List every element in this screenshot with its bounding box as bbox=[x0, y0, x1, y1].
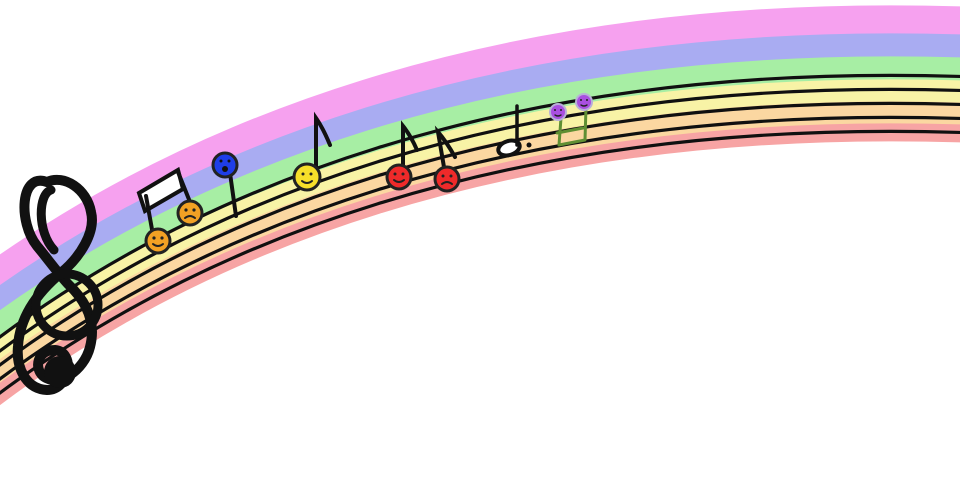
green-note-beam bbox=[555, 126, 585, 135]
eighth-note-stem bbox=[314, 111, 332, 180]
clef-upper-curve bbox=[36, 185, 59, 255]
note-stem-left bbox=[144, 194, 155, 237]
note-eye-right bbox=[449, 174, 453, 178]
clef-dot bbox=[44, 356, 76, 388]
eighth-note-icon bbox=[292, 111, 332, 192]
note-eye-right bbox=[586, 99, 588, 101]
yellow-note bbox=[292, 162, 322, 192]
note-head bbox=[385, 163, 413, 191]
note-mouth bbox=[152, 243, 164, 247]
note-head bbox=[211, 151, 239, 179]
quarter-note-icon bbox=[211, 151, 239, 218]
note-mouth bbox=[441, 181, 453, 185]
stave-line-4 bbox=[0, 115, 960, 381]
note-eye-left bbox=[554, 109, 556, 111]
note-head bbox=[433, 165, 461, 193]
blue-note bbox=[211, 151, 239, 179]
note-mouth bbox=[554, 114, 562, 117]
beamed-eighth-notes-icon bbox=[136, 166, 204, 255]
note-head bbox=[575, 93, 593, 111]
note-head bbox=[292, 162, 322, 192]
half-note-icon bbox=[496, 104, 532, 158]
treble-clef-icon bbox=[12, 174, 103, 395]
clef-outline bbox=[12, 174, 97, 395]
note-eye-right bbox=[560, 109, 562, 111]
note-eye-right bbox=[227, 159, 231, 163]
red-note-stem-right bbox=[434, 125, 457, 175]
note-eye-left bbox=[219, 159, 223, 163]
stave-line-1 bbox=[0, 73, 960, 339]
orange-note-frown bbox=[176, 199, 204, 227]
stave-line-3 bbox=[0, 101, 960, 367]
note-eye-right bbox=[401, 172, 405, 176]
note-eye-right bbox=[192, 208, 196, 212]
red-eighth-notes-icon bbox=[385, 120, 461, 193]
red-note-frown bbox=[433, 165, 461, 193]
note-eye-left bbox=[580, 99, 582, 101]
note-head bbox=[144, 227, 172, 255]
note-mouth bbox=[393, 179, 405, 183]
rainbow-stave bbox=[0, 5, 960, 406]
clef-loop bbox=[31, 269, 103, 341]
purple-note-left bbox=[549, 103, 567, 121]
black-half-note bbox=[496, 138, 522, 158]
purple-beamed-notes-icon bbox=[549, 93, 593, 147]
note-eye-left bbox=[152, 236, 156, 240]
red-note-stem-left bbox=[401, 120, 419, 171]
note-eye-right bbox=[160, 236, 164, 240]
note-eye-left bbox=[184, 208, 188, 212]
note-eye-right bbox=[309, 172, 313, 176]
red-note-smile bbox=[385, 163, 413, 191]
note-head bbox=[176, 199, 204, 227]
note-mouth bbox=[301, 180, 313, 184]
note-eye-left bbox=[441, 174, 445, 178]
note-mouth bbox=[580, 104, 588, 107]
note-mouth bbox=[184, 215, 196, 219]
half-note-dot bbox=[526, 142, 532, 148]
note-mouth bbox=[222, 166, 228, 172]
stave-line-5 bbox=[0, 129, 960, 395]
note-head bbox=[549, 103, 567, 121]
note-eye-left bbox=[301, 172, 305, 176]
orange-note-smile bbox=[144, 227, 172, 255]
purple-note-right bbox=[575, 93, 593, 111]
note-eye-left bbox=[393, 172, 397, 176]
